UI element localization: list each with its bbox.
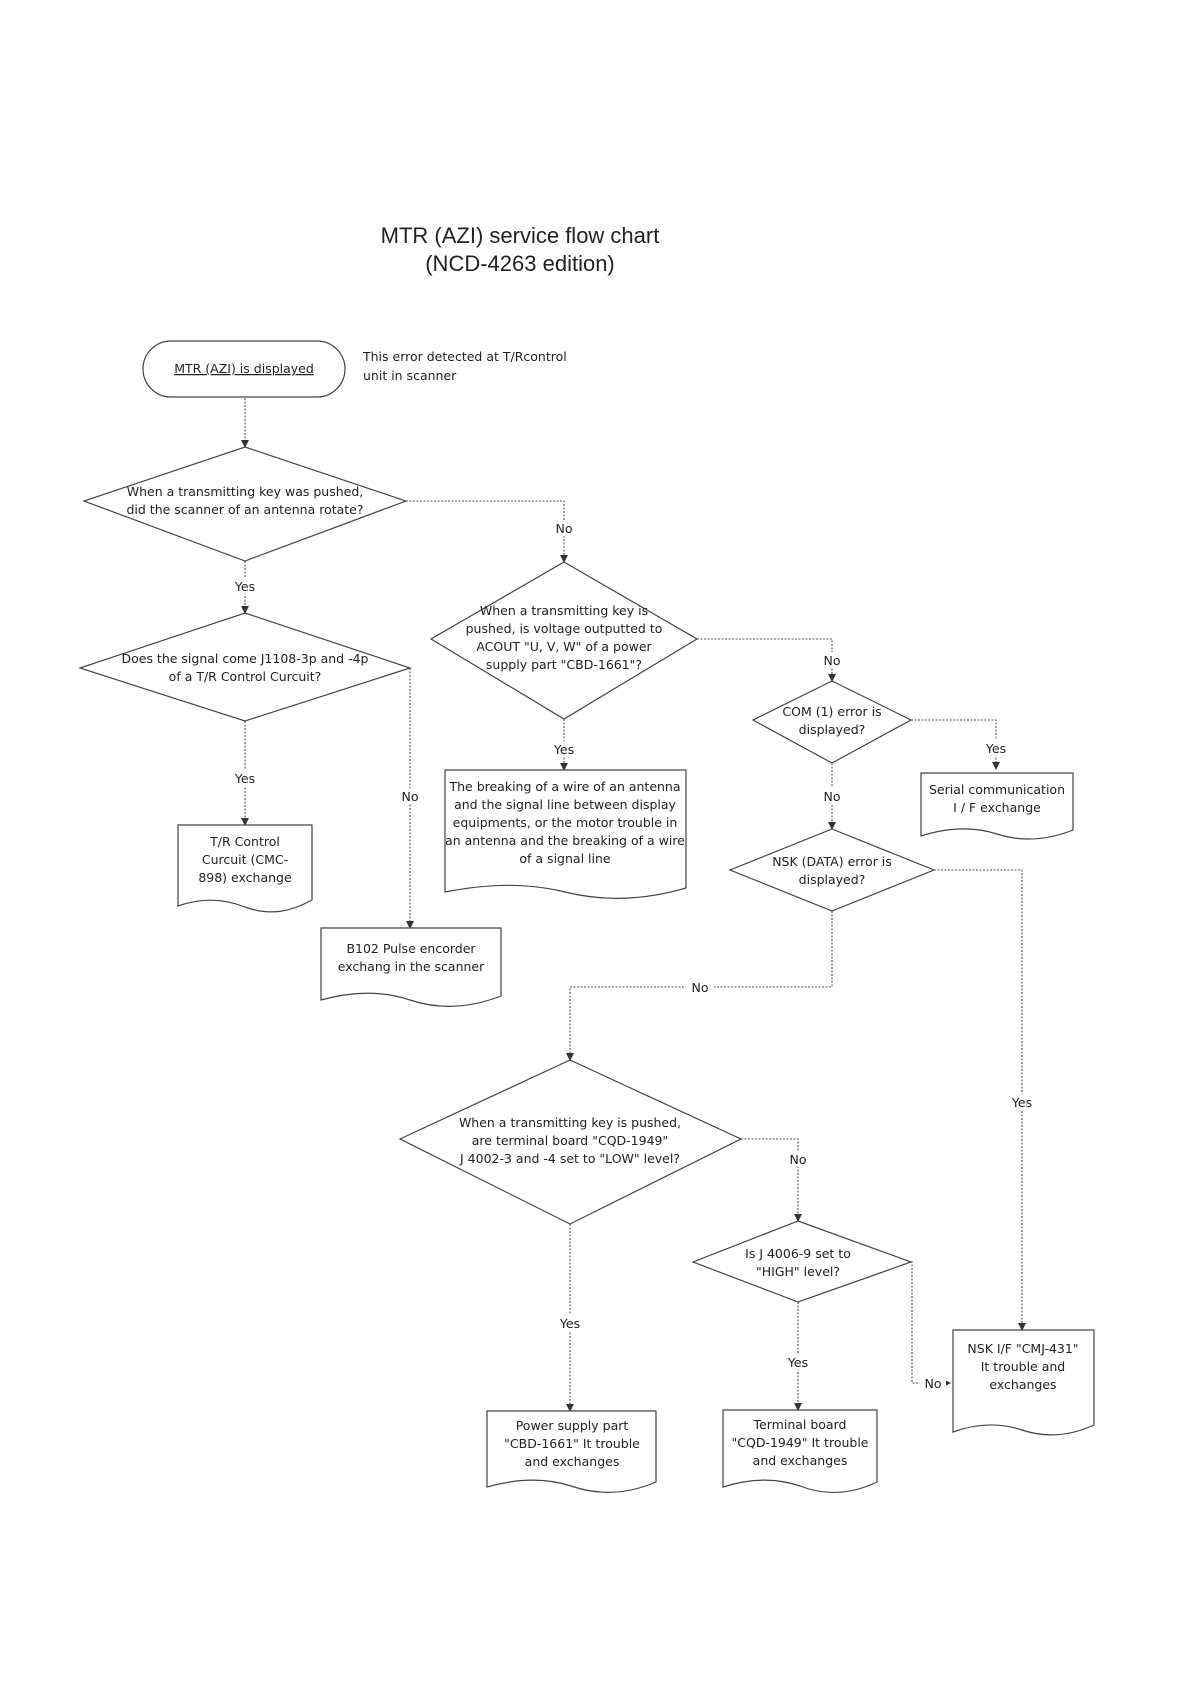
decision-j4006-high-line-1: Is J 4006-9 set to (745, 1246, 851, 1261)
decision-acout-voltage-line-4: supply part "CBD-1661"? (486, 657, 642, 672)
decision-j1108-signal-line-1: Does the signal come J1108-3p and -4p (121, 651, 368, 666)
decision-nsk-data-error-line-2: displayed? (799, 872, 866, 887)
label-no-d7: No (925, 1376, 942, 1391)
result-pulse-encorder-exchange-line-2: exchang in the scanner (338, 959, 485, 974)
result-terminal-board-exchange-line-3: and exchanges (753, 1453, 848, 1468)
result-wire-breaking-line-3: equipments, or the motor trouble in (453, 815, 678, 830)
label-yes-d3: Yes (553, 742, 574, 757)
decision-acout-voltage-line-3: ACOUT "U, V, W" of a power (476, 639, 652, 654)
connector-d7-r5 (911, 1261, 951, 1387)
decision-j4002-low (398, 1059, 743, 1225)
result-power-supply-exchange-line-2: "CBD-1661" It trouble (504, 1436, 640, 1451)
decision-j1108-signal (78, 612, 412, 722)
result-wire-breaking-line-2: and the signal line between display (454, 797, 676, 812)
branch-labels: No Yes Yes No Yes No Yes No No Yes No Ye… (228, 520, 1039, 1391)
result-wire-breaking-line-1: The breaking of a wire of an antenna (448, 779, 680, 794)
decision-acout-voltage-line-1: When a transmitting key is (480, 603, 648, 618)
connector-d3-d4 (697, 638, 836, 682)
start-terminal-text: MTR (AZI) is displayed (174, 361, 314, 376)
result-nsk-if-exchange-line-3: exchanges (989, 1377, 1056, 1392)
result-power-supply-exchange (486, 1410, 657, 1493)
decision-nsk-data-error-line-1: NSK (DATA) error is (772, 854, 892, 869)
result-wire-breaking-line-5: of a signal line (519, 851, 610, 866)
decision-j4006-high (691, 1220, 913, 1303)
decision-com-error-line-2: displayed? (799, 722, 866, 737)
result-nsk-if-exchange (952, 1329, 1095, 1436)
result-power-supply-exchange-line-3: and exchanges (525, 1454, 620, 1469)
connector-d4-r4 (911, 719, 1000, 770)
result-terminal-board-exchange-line-2: "CQD-1949" It trouble (732, 1435, 869, 1450)
label-yes-d2: Yes (234, 771, 255, 786)
label-yes-d5: Yes (1011, 1095, 1032, 1110)
result-wire-breaking-line-4: an antenna and the breaking of a wire (445, 833, 685, 848)
decision-com-error-line-1: COM (1) error is (782, 704, 881, 719)
decision-j4002-low-line-2: are terminal board "CQD-1949" (472, 1133, 668, 1148)
decision-j4002-low-line-1: When a transmitting key is pushed, (459, 1115, 681, 1130)
result-terminal-board-exchange (722, 1409, 878, 1493)
result-pulse-encorder-exchange (320, 927, 502, 1007)
decision-acout-voltage-line-2: pushed, is voltage outputted to (466, 621, 663, 636)
result-tr-control-exchange-line-1: T/R Control (209, 834, 280, 849)
result-wire-breaking (444, 769, 687, 899)
label-yes-d7: Yes (787, 1355, 808, 1370)
decision-j1108-signal-line-2: of a T/R Control Curcuit? (169, 669, 322, 684)
decision-antenna-rotate (82, 446, 408, 562)
result-serial-communication-exchange-line-1: Serial communication (929, 782, 1065, 797)
label-no-d3: No (824, 653, 841, 668)
decision-com-error (751, 680, 913, 764)
connector-d5-r5 (934, 869, 1026, 1331)
label-yes-d4: Yes (985, 741, 1006, 756)
connector-d6-d7 (741, 1138, 802, 1222)
title-line-1: MTR (AZI) service flow chart (380, 223, 660, 248)
decision-j4006-high-line-2: "HIGH" level? (756, 1264, 840, 1279)
result-serial-communication-exchange (920, 772, 1074, 840)
decision-acout-voltage (429, 561, 699, 720)
page-title: MTR (AZI) service flow chart (NCD-4263 e… (0, 222, 1040, 278)
label-no-d1: No (556, 521, 573, 536)
result-serial-communication-exchange-line-2: I / F exchange (953, 800, 1041, 815)
label-yes-d6: Yes (559, 1316, 580, 1331)
label-no-d5: No (692, 980, 709, 995)
label-no-d6: No (790, 1152, 807, 1167)
start-note-line-1: This error detected at T/Rcontrol (362, 349, 567, 364)
label-no-d4: No (824, 789, 841, 804)
title-line-2: (NCD-4263 edition) (425, 251, 615, 276)
result-tr-control-exchange (177, 824, 313, 913)
result-nsk-if-exchange-line-1: NSK I/F "CMJ-431" (967, 1341, 1078, 1356)
result-pulse-encorder-exchange-line-1: B102 Pulse encorder (346, 941, 476, 956)
result-terminal-board-exchange-line-1: Terminal board (753, 1417, 847, 1432)
start-terminal (142, 340, 346, 398)
start-note-line-2: unit in scanner (363, 368, 457, 383)
decision-antenna-rotate-line-1: When a transmitting key was pushed, (127, 484, 364, 499)
decision-antenna-rotate-line-2: did the scanner of an antenna rotate? (126, 502, 363, 517)
label-yes-d1: Yes (234, 579, 255, 594)
decision-j4002-low-line-3: J 4002-3 and -4 set to "LOW" level? (459, 1151, 680, 1166)
decision-nsk-data-error (728, 828, 936, 912)
connectors (241, 398, 1026, 1412)
result-power-supply-exchange-line-1: Power supply part (516, 1418, 629, 1433)
label-no-d2: No (402, 789, 419, 804)
result-nsk-if-exchange-line-2: It trouble and (981, 1359, 1066, 1374)
result-tr-control-exchange-line-3: 898) exchange (198, 870, 292, 885)
connector-d1-d3 (406, 500, 568, 563)
result-tr-control-exchange-line-2: Curcuit (CMC- (202, 852, 288, 867)
